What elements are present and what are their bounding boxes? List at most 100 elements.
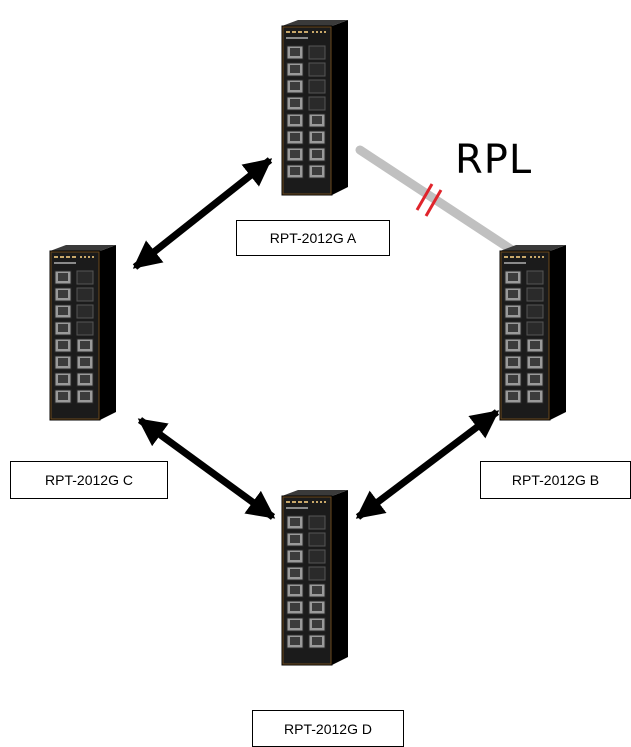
sfp-port-icon xyxy=(526,287,544,302)
switch-led xyxy=(292,501,296,503)
switch-top-panel xyxy=(282,490,348,496)
sfp-port-icon xyxy=(308,532,326,547)
sfp-port-icon xyxy=(526,321,544,336)
switch-c-icon xyxy=(49,245,116,421)
switch-led xyxy=(292,31,296,33)
sfp-port-icon xyxy=(308,62,326,77)
rj45-port-socket xyxy=(530,358,540,366)
switch-led xyxy=(298,31,302,33)
sfp-port-icon xyxy=(308,515,326,530)
rj45-port-socket xyxy=(312,116,322,124)
rj45-port-socket xyxy=(530,392,540,400)
rj45-port-socket xyxy=(58,290,68,298)
rj45-port-socket xyxy=(58,358,68,366)
sfp-port-icon xyxy=(308,79,326,94)
switch-frame-accent xyxy=(282,496,332,665)
sfp-port-icon xyxy=(308,566,326,581)
rj45-port-socket xyxy=(290,150,300,158)
switch-led xyxy=(324,501,326,503)
rj45-port-socket xyxy=(290,637,300,645)
rj45-port-socket xyxy=(290,82,300,90)
switch-led xyxy=(316,31,318,33)
rj45-port-socket xyxy=(290,65,300,73)
switch-led-bar xyxy=(286,507,308,509)
sfp-port-icon xyxy=(76,270,94,285)
switch-led xyxy=(516,256,520,258)
switch-led xyxy=(320,31,322,33)
rj45-port-socket xyxy=(312,620,322,628)
rj45-port-socket xyxy=(312,167,322,175)
switch-a-icon xyxy=(281,20,348,196)
rj45-port-socket xyxy=(58,307,68,315)
sfp-port-icon xyxy=(308,96,326,111)
rj45-port-socket xyxy=(508,290,518,298)
sfp-port-icon xyxy=(526,270,544,285)
switch-top-panel xyxy=(500,245,566,251)
rj45-port-socket xyxy=(290,569,300,577)
link-d-b xyxy=(355,409,500,520)
rj45-port-socket xyxy=(290,552,300,560)
link-c-d xyxy=(137,417,276,520)
rj45-port-socket xyxy=(290,167,300,175)
rj45-port-socket xyxy=(58,273,68,281)
switch-led xyxy=(92,256,94,258)
switch-a-label: RPT-2012G A xyxy=(236,220,390,256)
switch-led xyxy=(530,256,532,258)
rj45-port-socket xyxy=(58,341,68,349)
switch-led xyxy=(504,256,508,258)
switch-b-icon xyxy=(499,245,566,421)
sfp-port-icon xyxy=(76,304,94,319)
rj45-port-socket xyxy=(530,375,540,383)
switch-led xyxy=(304,31,308,33)
switch-led xyxy=(510,256,514,258)
rj45-port-socket xyxy=(58,324,68,332)
rj45-port-socket xyxy=(508,375,518,383)
switch-frame-accent xyxy=(500,251,550,420)
rj45-port-socket xyxy=(290,620,300,628)
rj45-port-socket xyxy=(290,518,300,526)
switch-led xyxy=(316,501,318,503)
rj45-port-socket xyxy=(290,133,300,141)
switch-led xyxy=(54,256,58,258)
rj45-port-socket xyxy=(80,375,90,383)
rj45-port-socket xyxy=(312,150,322,158)
rj45-port-socket xyxy=(290,603,300,611)
rj45-port-socket xyxy=(508,358,518,366)
rj45-port-socket xyxy=(508,307,518,315)
switch-led xyxy=(298,501,302,503)
switch-led-bar xyxy=(54,262,76,264)
rj45-port-socket xyxy=(508,273,518,281)
switch-frame-accent xyxy=(50,251,100,420)
rj45-port-socket xyxy=(290,48,300,56)
switch-led-bar xyxy=(286,37,308,39)
switch-side-panel xyxy=(100,245,116,420)
switch-side-panel xyxy=(550,245,566,420)
switch-led xyxy=(88,256,90,258)
rj45-port-socket xyxy=(530,341,540,349)
rj45-port-socket xyxy=(80,341,90,349)
switch-led xyxy=(286,31,290,33)
sfp-port-icon xyxy=(308,549,326,564)
rj45-port-socket xyxy=(508,324,518,332)
rj45-port-socket xyxy=(290,99,300,107)
switch-led xyxy=(542,256,544,258)
switch-led xyxy=(320,501,322,503)
switch-led xyxy=(304,501,308,503)
sfp-port-icon xyxy=(526,304,544,319)
switch-side-panel xyxy=(332,490,348,665)
switch-b-label: RPT-2012G B xyxy=(480,461,631,499)
rpl-link xyxy=(355,145,520,257)
switch-led xyxy=(312,31,314,33)
rj45-port-socket xyxy=(312,586,322,594)
switch-led xyxy=(538,256,540,258)
switch-led xyxy=(324,31,326,33)
rj45-port-socket xyxy=(290,116,300,124)
link-a-c xyxy=(132,157,273,270)
switch-frame-accent xyxy=(282,26,332,195)
rj45-port-socket xyxy=(80,358,90,366)
switch-led xyxy=(534,256,536,258)
switch-top-panel xyxy=(282,20,348,26)
rj45-port-socket xyxy=(312,603,322,611)
switch-led xyxy=(286,501,290,503)
